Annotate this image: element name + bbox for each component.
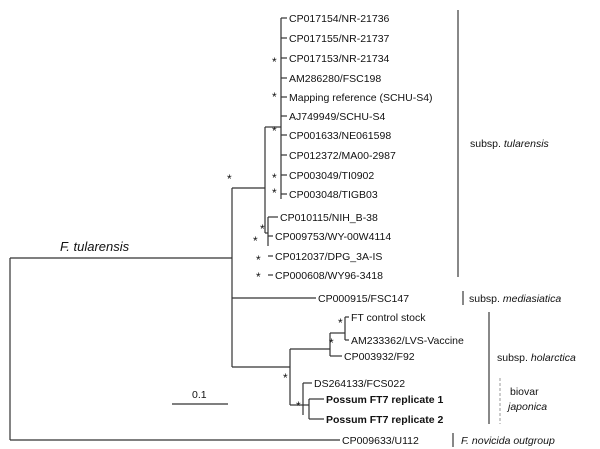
scale-label: 0.1 — [192, 389, 207, 401]
leaf-label: CP003048/TIGB03 — [289, 189, 378, 201]
leaf-label: CP017155/NR-21737 — [289, 33, 390, 45]
support-marker: * — [256, 253, 261, 267]
support-marker: * — [272, 55, 277, 69]
support-marker: * — [260, 222, 265, 236]
support-marker: * — [272, 171, 277, 185]
leaf-label: CP009633/U112 — [342, 435, 419, 447]
leaf-label: CP012037/DPG_3A-IS — [275, 251, 382, 263]
leaf-label: AM233362/LVS-Vaccine — [351, 335, 464, 347]
leaf-label: CP000915/FSC147 — [318, 293, 409, 305]
leaf-label: CP012372/MA00-2987 — [289, 150, 396, 162]
leaf-label: DS264133/FCS022 — [314, 378, 405, 390]
support-marker: * — [272, 90, 277, 104]
scale-bar: 0.1 — [172, 389, 228, 405]
leaf-label: CP003932/F92 — [344, 351, 415, 363]
support-marker: * — [329, 336, 334, 350]
leaf-label: AM286280/FSC198 — [289, 73, 381, 85]
tree-branches — [9, 17, 349, 441]
support-marker: * — [256, 270, 261, 284]
leaf-label: Mapping reference (SCHU-S4) — [289, 92, 433, 104]
support-marker: * — [283, 371, 288, 385]
leaf-label: Possum FT7 replicate 2 — [326, 414, 443, 426]
group-label-mediasiatica: subsp. mediasiatica — [469, 293, 561, 305]
leaf-label: CP017153/NR-21734 — [289, 53, 390, 65]
leaf-label: CP003049/TI0902 — [289, 170, 374, 182]
support-marker: * — [253, 234, 258, 248]
group-bars — [452, 10, 501, 447]
group-label-outgroup: F. novicida outgroup — [461, 435, 555, 447]
support-markers: * * * * * * * * * * * * * * — [227, 55, 343, 413]
group-label-tularensis: subsp. tularensis — [470, 138, 550, 150]
group-label-holarctica: subsp. holarctica — [497, 352, 576, 364]
support-marker: * — [227, 172, 232, 186]
leaf-label: CP010115/NIH_B-38 — [280, 212, 378, 224]
leaf-label: CP001633/NE061598 — [289, 130, 391, 142]
leaf-label: CP017154/NR-21736 — [289, 13, 390, 25]
leaf-labels: CP017154/NR-21736 CP017155/NR-21737 CP01… — [275, 13, 464, 447]
support-marker: * — [272, 124, 277, 138]
group-label-japonica: japonica — [506, 401, 547, 413]
support-marker: * — [272, 186, 277, 200]
support-marker: * — [296, 399, 301, 413]
leaf-label: FT control stock — [351, 312, 426, 324]
leaf-label: Possum FT7 replicate 1 — [326, 394, 443, 406]
group-label-biovar: biovar — [510, 386, 539, 398]
support-marker: * — [338, 316, 343, 330]
leaf-label: AJ749949/SCHU-S4 — [289, 111, 385, 123]
leaf-label: CP009753/WY-00W4114 — [275, 231, 391, 243]
root-label: F. tularensis — [60, 239, 130, 254]
leaf-label: CP000608/WY96-3418 — [275, 270, 383, 282]
